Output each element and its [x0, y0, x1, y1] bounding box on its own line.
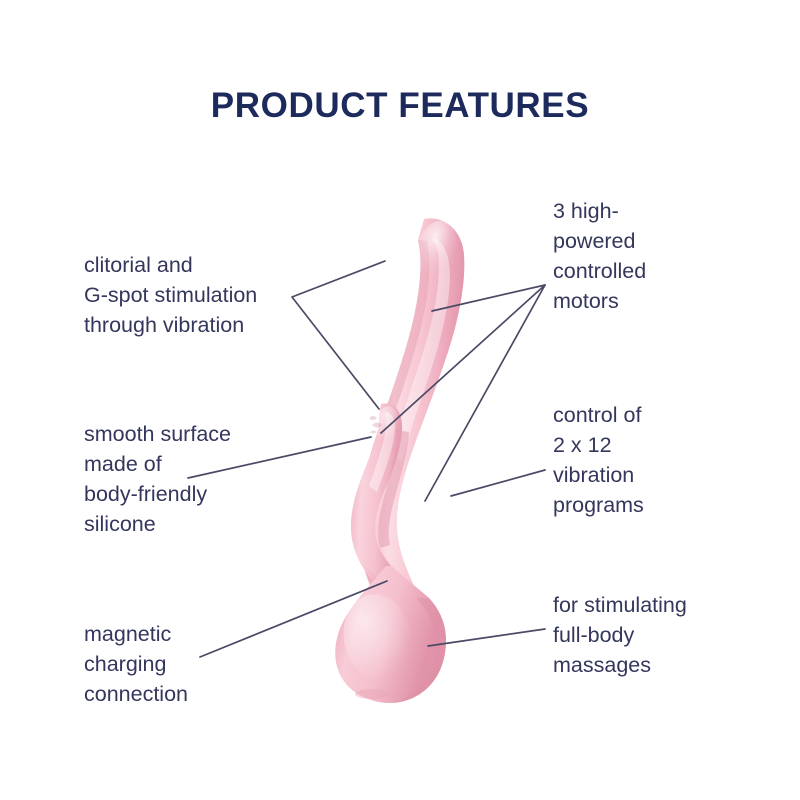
brand-logo-mark: [369, 416, 382, 434]
product-shaft-edge-shadow: [357, 240, 430, 590]
leader-motors-branch-1: [431, 284, 546, 312]
leader-lines: [187, 260, 546, 658]
leader-full-body-massages: [427, 628, 546, 647]
callout-label-magnetic-charging: magnetic charging connection: [84, 622, 188, 706]
leader-smooth-surface: [187, 436, 372, 479]
leader-clitoral: [291, 260, 386, 410]
callout-label-smooth-surface: smooth surface made of body-friendly sil…: [84, 422, 231, 536]
callout-label-high-powered-motors: 3 high- powered controlled motors: [553, 199, 647, 313]
callout-label-vibration-programs: control of 2 x 12 vibration programs: [553, 403, 644, 517]
leader-motors-branch-3: [424, 284, 546, 502]
product-shaft-highlight: [392, 238, 450, 462]
product-tip-highlight: [415, 220, 457, 284]
leader-vibration-programs: [450, 469, 546, 497]
product-clitoral-arm: [350, 403, 403, 580]
product-illustration: [335, 218, 465, 703]
callout-label-full-body-massages: for stimulating full-body massages: [553, 593, 687, 677]
leader-motors-branch-2: [380, 284, 546, 434]
product-base-highlight: [343, 594, 413, 682]
callout-label-clitoral-stimulation: clitorial and G-spot stimulation through…: [84, 253, 258, 337]
product-fork-crease: [378, 430, 409, 548]
page-title: PRODUCT FEATURES: [210, 86, 590, 125]
product-base-shadow: [393, 598, 446, 703]
leader-magnetic-charging: [199, 580, 388, 658]
magnetic-charging-contact: [355, 689, 389, 699]
